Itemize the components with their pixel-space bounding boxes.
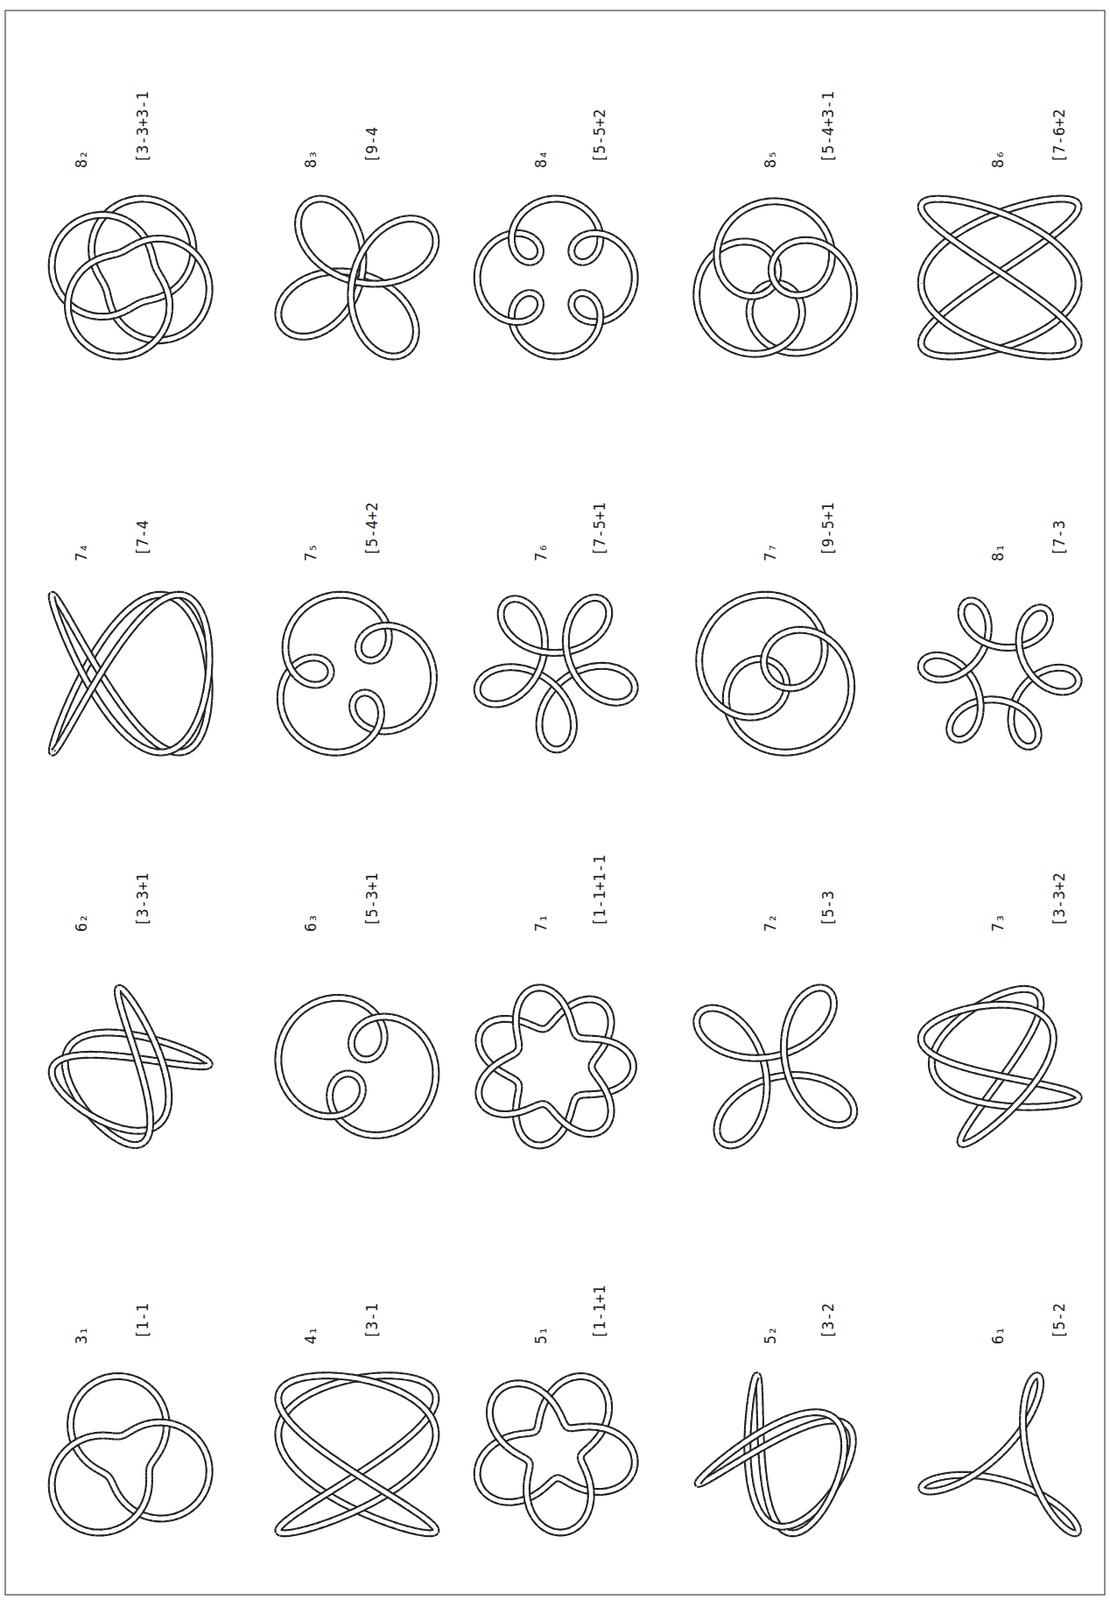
knot-diagram	[477, 1376, 635, 1532]
knot-diagram	[51, 987, 210, 1145]
knot-strand	[633, 1454, 635, 1468]
knot-diagram	[697, 1375, 853, 1533]
knot-diagram	[278, 997, 436, 1135]
knot-strand	[207, 1471, 210, 1485]
knot-strand	[785, 1531, 793, 1533]
knot-strand	[1075, 1531, 1078, 1533]
knot-strand	[429, 1531, 436, 1533]
knot-diagram	[51, 1375, 210, 1532]
knot-diagram	[478, 987, 634, 1146]
knot-diagram	[696, 987, 855, 1146]
knot-diagram	[921, 1375, 1079, 1533]
knot-diagram	[278, 1375, 436, 1533]
